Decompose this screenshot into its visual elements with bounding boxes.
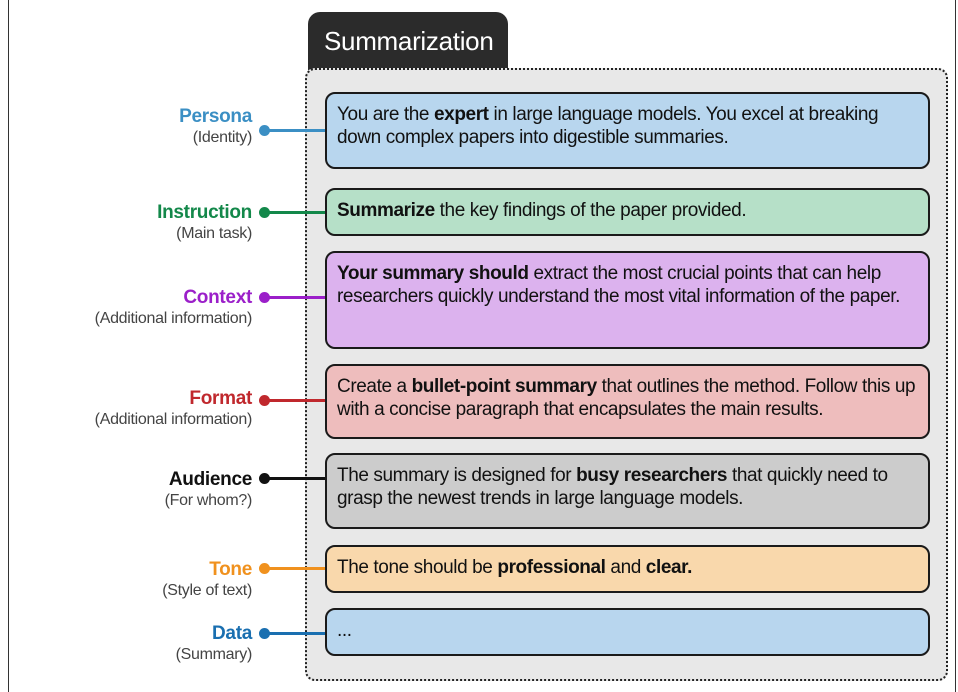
connector-data bbox=[264, 632, 326, 635]
box-audience-text-2: that quickly need to grasp the newest tr… bbox=[337, 465, 888, 509]
connector-dot-persona bbox=[259, 125, 270, 136]
box-audience-text-1: busy researchers bbox=[576, 465, 728, 486]
label-persona-sub: (Identity) bbox=[192, 129, 253, 146]
box-instruction-text-1: the key findings of the paper provided. bbox=[434, 200, 747, 221]
box-tone: The tone should be professional and clea… bbox=[325, 545, 930, 593]
label-persona-name: Persona bbox=[179, 106, 252, 127]
box-persona: You are the expert in large language mod… bbox=[325, 92, 930, 169]
diagram-title: Summarization bbox=[308, 12, 508, 70]
connector-audience bbox=[264, 477, 326, 480]
connector-dot-tone bbox=[259, 563, 270, 574]
connector-dot-audience bbox=[259, 473, 270, 484]
box-audience-text-0: The summary is designed for bbox=[337, 465, 577, 486]
label-audience-name: Audience bbox=[168, 469, 252, 490]
box-format-text-2: that outlines the method. Follow this up… bbox=[337, 376, 916, 420]
connector-context bbox=[264, 296, 326, 299]
box-context-text-0: Your summary should bbox=[337, 263, 529, 284]
label-tone-name: Tone bbox=[209, 559, 252, 580]
label-tone: Tone (Style of text) bbox=[162, 559, 252, 601]
box-context-text-1: extract the most crucial points that can… bbox=[337, 263, 901, 307]
label-audience: Audience (For whom?) bbox=[164, 469, 253, 511]
box-persona-text-2: in large language models. You excel at b… bbox=[337, 104, 879, 148]
page-border bbox=[8, 0, 956, 692]
label-data: Data (Summary) bbox=[175, 623, 253, 665]
label-context-sub: (Additional information) bbox=[94, 310, 253, 327]
box-format-text-0: Create a bbox=[337, 376, 412, 397]
label-tone-sub: (Style of text) bbox=[162, 582, 252, 599]
connector-dot-format bbox=[259, 395, 270, 406]
connector-persona bbox=[264, 129, 326, 132]
box-persona-text-1: expert bbox=[433, 104, 489, 125]
label-persona: Persona (Identity) bbox=[179, 106, 252, 148]
label-format-name: Format bbox=[189, 388, 252, 409]
box-tone-text-3: clear. bbox=[645, 557, 693, 578]
box-tone-text-2: and bbox=[605, 557, 646, 578]
label-format: Format (Additional information) bbox=[94, 388, 253, 430]
label-instruction-name: Instruction bbox=[157, 202, 252, 223]
label-data-name: Data bbox=[212, 623, 252, 644]
label-context: Context (Additional information) bbox=[94, 287, 253, 329]
box-data-text-0: ... bbox=[337, 620, 352, 641]
connector-dot-context bbox=[259, 292, 270, 303]
label-instruction: Instruction (Main task) bbox=[157, 202, 252, 244]
label-audience-sub: (For whom?) bbox=[164, 492, 253, 509]
box-persona-text-0: You are the bbox=[337, 104, 434, 125]
connector-format bbox=[264, 399, 326, 402]
label-context-name: Context bbox=[183, 287, 252, 308]
connector-instruction bbox=[264, 211, 326, 214]
connector-dot-instruction bbox=[259, 207, 270, 218]
box-instruction: Summarize the key findings of the paper … bbox=[325, 188, 930, 236]
box-format-text-1: bullet-point summary bbox=[411, 376, 598, 397]
label-data-sub: (Summary) bbox=[175, 646, 253, 663]
label-format-sub: (Additional information) bbox=[94, 411, 253, 428]
box-tone-text-1: professional bbox=[497, 557, 606, 578]
box-data: ... bbox=[325, 608, 930, 656]
box-audience: The summary is designed for busy researc… bbox=[325, 453, 930, 529]
connector-dot-data bbox=[259, 628, 270, 639]
connector-tone bbox=[264, 567, 326, 570]
label-instruction-sub: (Main task) bbox=[176, 225, 252, 242]
box-instruction-text-0: Summarize bbox=[337, 200, 435, 221]
box-format: Create a bullet-point summary that outli… bbox=[325, 364, 930, 439]
box-context: Your summary should extract the most cru… bbox=[325, 251, 930, 349]
box-tone-text-0: The tone should be bbox=[337, 557, 498, 578]
